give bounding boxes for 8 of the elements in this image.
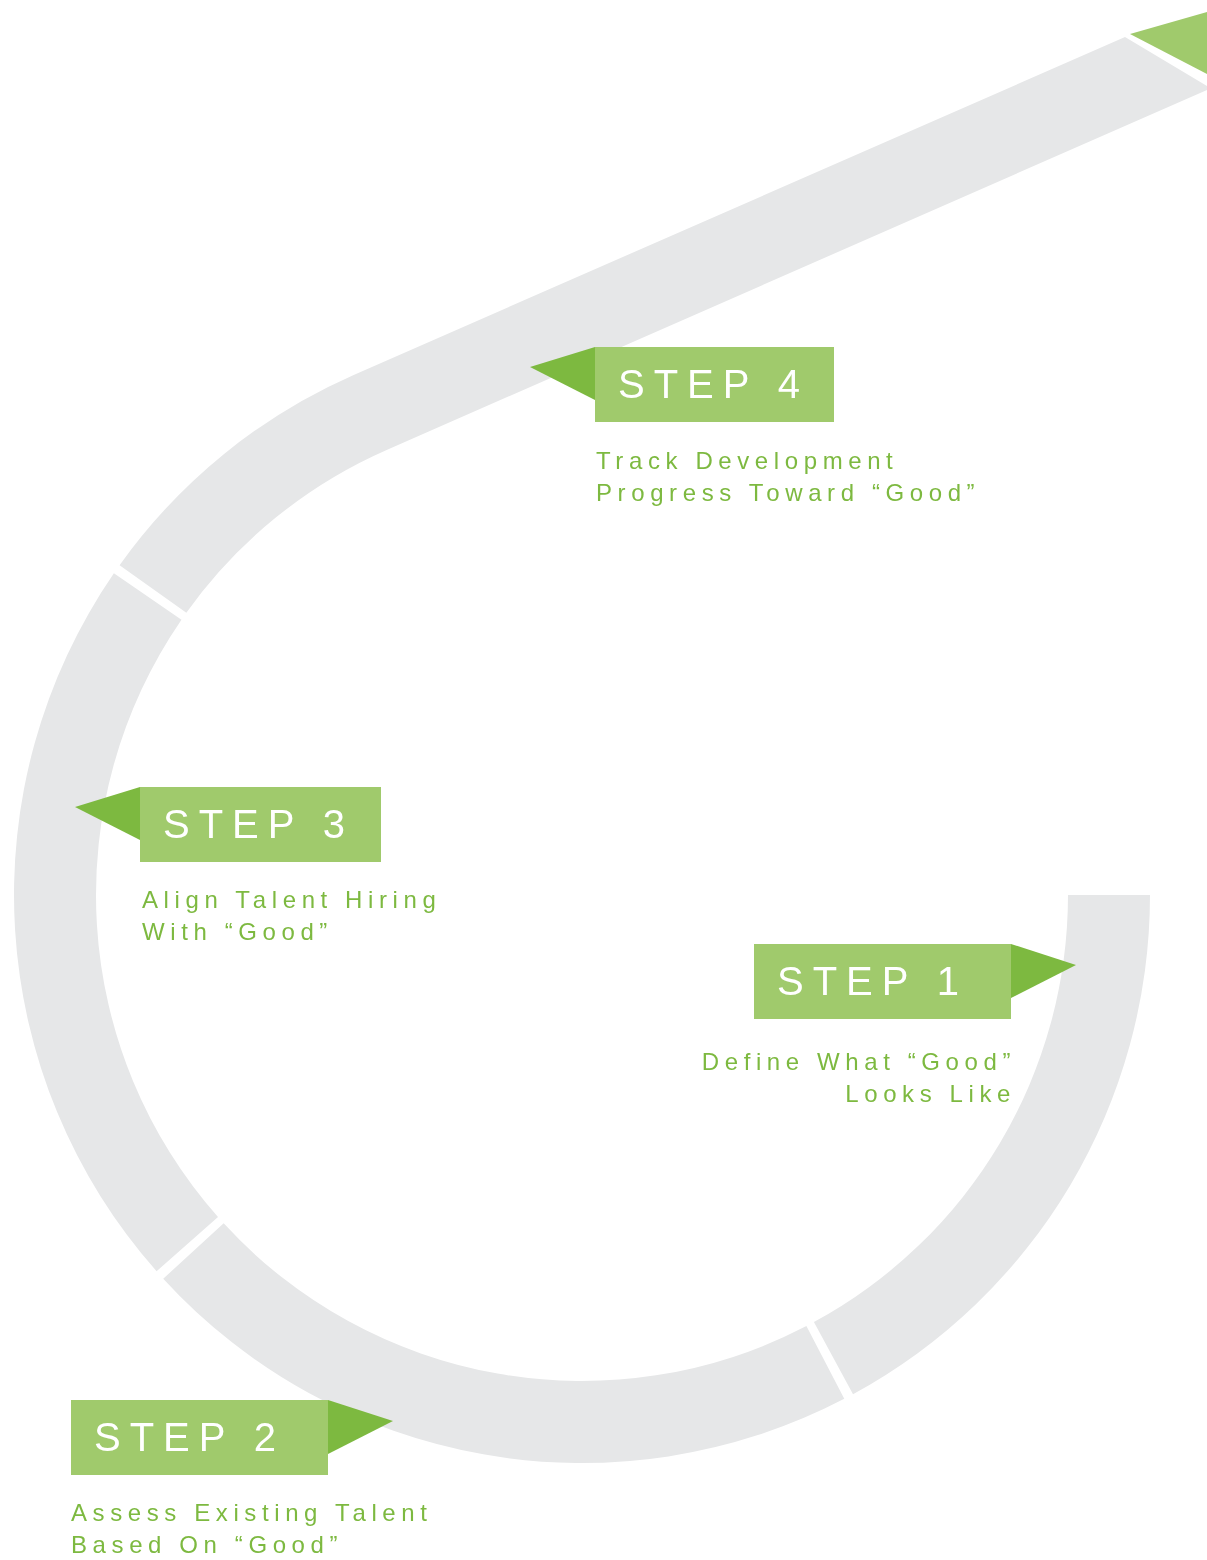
step-description: Assess Existing Talent Based On “Good” [71,1498,434,1560]
step-label: STEP 2 [71,1400,328,1475]
step-description: Align Talent Hiring With “Good” [142,885,443,947]
step-description: Track Development Progress Toward “Good” [596,446,982,508]
step-description: Define What “Good” Looks Like [700,1047,1016,1109]
step-label: STEP 4 [595,347,834,422]
step-label: STEP 1 [754,944,1011,1019]
step-label: STEP 3 [140,787,381,862]
